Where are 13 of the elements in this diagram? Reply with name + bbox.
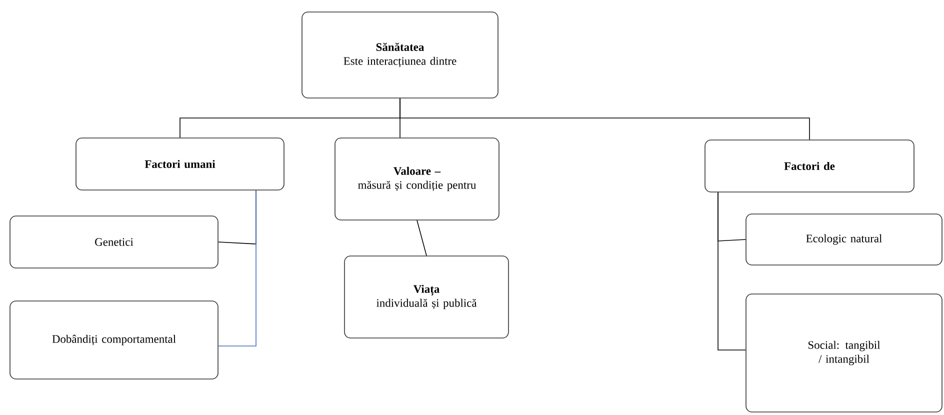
text-box: Valoare – măsură și condiție pentru xyxy=(334,138,500,220)
text-box: Genetici xyxy=(10,216,218,268)
text-box: Factori de xyxy=(704,140,914,192)
text-box: Dobândiți comportamental xyxy=(10,300,218,380)
text-box: Factori umani xyxy=(76,138,284,190)
connector-line xyxy=(218,190,256,346)
text-box: Viața individuală și publică xyxy=(344,256,509,338)
text-box: Social: tangibil / intangibil xyxy=(746,294,942,412)
text-box: Sănătatea Este interacțiunea dintre xyxy=(302,12,498,98)
connector-line xyxy=(718,192,746,350)
connector-line xyxy=(400,98,810,140)
connector-line xyxy=(416,220,427,256)
text-box: Ecologic natural xyxy=(746,214,942,266)
